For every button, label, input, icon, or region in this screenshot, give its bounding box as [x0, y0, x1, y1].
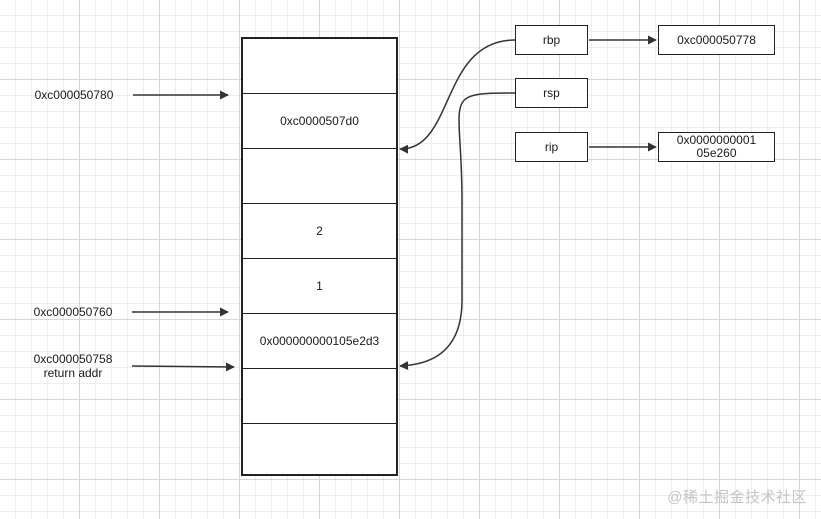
stack-slot-3: 2: [243, 204, 396, 259]
rbp-value-box: 0xc000050778: [658, 25, 775, 55]
stack-slot-4: 1: [243, 259, 396, 314]
stack-slot-0: [243, 39, 396, 94]
watermark: @稀土掘金技术社区: [667, 489, 807, 506]
register-rbp: rbp: [515, 25, 588, 55]
rip-value-box: 0x0000000001 05e260: [658, 132, 775, 162]
stack-slot-0xc000050780: 0xc0000507d0: [243, 94, 396, 149]
address-label-0xc000050758: 0xc000050758 return addr: [23, 352, 123, 380]
arrow-rbp-to-stack: [399, 39, 516, 154]
address-0xc000050758-text: 0xc000050758: [33, 352, 113, 366]
register-rsp: rsp: [515, 78, 588, 108]
arrow-0xc000050758-to-stack: [131, 362, 235, 372]
stack-slot-6: [243, 369, 396, 424]
return-addr-note: return addr: [43, 366, 103, 380]
register-rip: rip: [515, 132, 588, 162]
arrow-rsp-to-stack: [399, 92, 516, 371]
stack-slot-0xc000050760: 0x000000000105e2d3: [243, 314, 396, 369]
rip-value-line-1: 0x0000000001: [676, 133, 757, 147]
address-label-0xc000050780: 0xc000050780: [34, 88, 114, 102]
address-label-0xc000050760: 0xc000050760: [33, 305, 113, 319]
stack-slot-2: [243, 149, 396, 204]
stack-frame: 0xc0000507d0 2 1 0x000000000105e2d3: [241, 37, 398, 476]
rip-value-line-2: 05e260: [696, 146, 737, 160]
stack-slot-7: [243, 424, 396, 479]
